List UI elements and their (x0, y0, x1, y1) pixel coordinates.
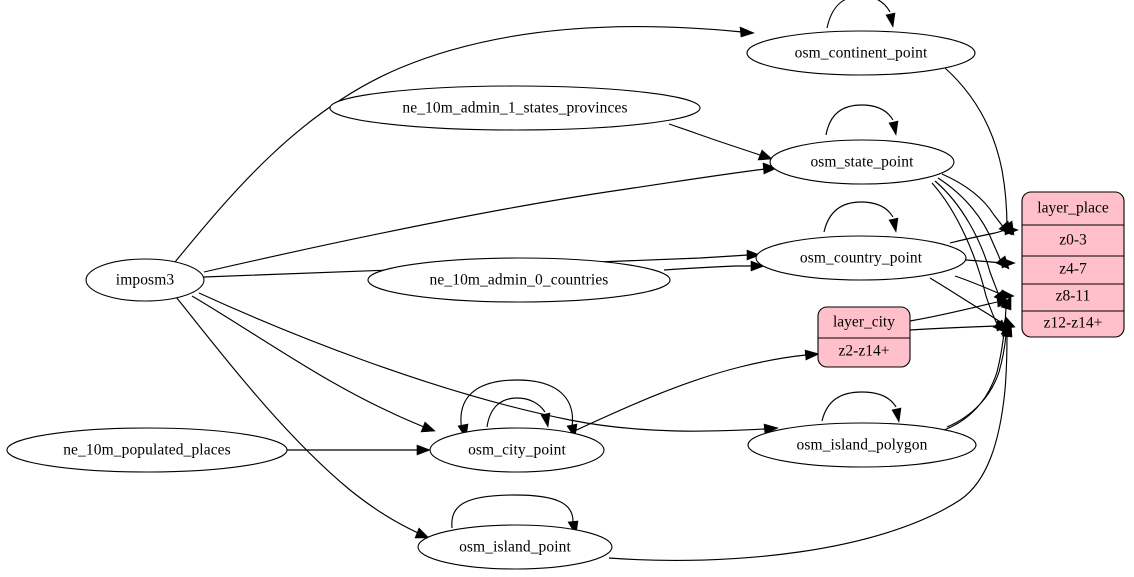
edge-imposm3-to-osm-city-point (191, 295, 436, 433)
edge-imposm3-to-osm-state-point (203, 162, 778, 273)
layer-city-row-z2-z14plus[interactable]: z2-z14+ (839, 343, 890, 360)
edge-osm-continent-point-to-layer-place-z0-3 (944, 67, 1015, 236)
node-ne-10m-admin-0-countries[interactable]: ne_10m_admin_0_countries (367, 257, 671, 303)
edge-osm-state-point-to-layer-place-z8-11 (934, 180, 1008, 304)
node-osm-city-point-label: osm_city_point (468, 442, 566, 459)
node-osm-country-point[interactable]: osm_country_point (755, 235, 967, 281)
edge-osm-country-point-to-layer-place-z8-11 (954, 275, 1015, 301)
layer-place-row-z4-7[interactable]: z4-7 (1059, 261, 1087, 278)
node-osm-island-point-label: osm_island_point (459, 539, 571, 556)
edge-imposm3-to-osm-island-polygon (198, 292, 779, 435)
layer-place-row-z12-z14plus[interactable]: z12-z14+ (1044, 315, 1103, 332)
layer-place-row-z8-11[interactable]: z8-11 (1056, 288, 1091, 305)
edge-osm-island-polygon-to-layer-place-z12-z14 (946, 321, 1012, 428)
edge-osm-state-point-to-layer-place-z0-3 (941, 173, 1013, 236)
record-node-layer: layer_place z0-3 z4-7 z8-11 z12-z14+ lay… (817, 191, 1125, 368)
node-layer: imposm3 ne_10m_admin_1_states_provinces … (6, 30, 977, 570)
node-imposm3-label: imposm3 (116, 272, 175, 289)
edge-self-loop-osm-island-polygon (821, 391, 902, 423)
edge-osm-country-point-to-layer-place-z0-3 (949, 224, 1019, 244)
edge-imposm3-to-osm-continent-point (174, 26, 755, 263)
edge-self-loop-osm-country-point (823, 201, 899, 233)
node-osm-city-point[interactable]: osm_city_point (429, 427, 605, 473)
record-node-layer-place[interactable]: layer_place z0-3 z4-7 z8-11 z12-z14+ (1021, 191, 1125, 338)
record-node-layer-city[interactable]: layer_city z2-z14+ (817, 306, 911, 368)
node-ne-states-label: ne_10m_admin_1_states_provinces (402, 100, 627, 117)
edge-imposm3-to-osm-island-point (175, 296, 430, 539)
node-osm-state-point[interactable]: osm_state_point (769, 139, 955, 185)
node-osm-continent-point[interactable]: osm_continent_point (746, 30, 976, 76)
edge-layer (174, 0, 1019, 561)
edge-self-loop-osm-state-point (825, 104, 899, 136)
node-ne-countries-label: ne_10m_admin_0_countries (430, 272, 609, 289)
layer-place-title: layer_place (1037, 200, 1109, 217)
node-osm-country-point-label: osm_country_point (800, 250, 923, 267)
edge-self-loop-osm-city-point (486, 397, 551, 428)
edge-layer-city-to-layer-place-z8-11 (909, 296, 1012, 322)
node-osm-state-point-label: osm_state_point (810, 154, 914, 171)
node-ne-10m-populated-places[interactable]: ne_10m_populated_places (6, 427, 288, 473)
edge-layer-city-to-layer-place-z12-z14 (909, 320, 1011, 332)
node-osm-island-polygon-label: osm_island_polygon (797, 437, 928, 454)
edge-self-loop-osm-continent-point (826, 0, 896, 29)
node-osm-island-polygon[interactable]: osm_island_polygon (747, 422, 977, 468)
layer-place-row-z0-3[interactable]: z0-3 (1059, 232, 1087, 249)
edge-osm-city-point-to-layer-city-z2-z14 (569, 349, 820, 434)
edge-osm-country-point-to-layer-place-z4-7 (965, 257, 1016, 269)
node-ne-10m-admin-1-states-provinces[interactable]: ne_10m_admin_1_states_provinces (329, 85, 701, 131)
node-osm-island-point[interactable]: osm_island_point (417, 524, 613, 570)
edge-ne-countries-to-osm-country-point (663, 260, 765, 272)
layer-city-title: layer_city (833, 314, 895, 331)
node-ne-populated-label: ne_10m_populated_places (63, 442, 231, 459)
edge-ne-populated-to-osm-city-point (287, 444, 431, 456)
node-imposm3[interactable]: imposm3 (85, 258, 205, 302)
edge-ne-states-to-osm-state-point (668, 123, 773, 161)
node-osm-continent-point-label: osm_continent_point (795, 45, 928, 62)
